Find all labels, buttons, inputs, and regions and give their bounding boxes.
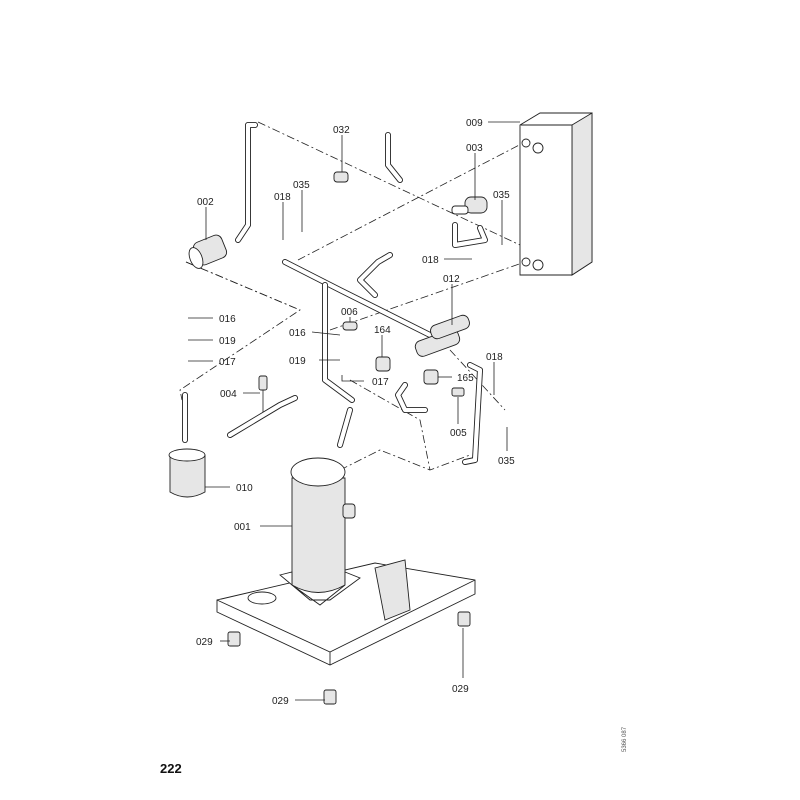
page-number: 222 bbox=[160, 761, 182, 776]
refrigerant-pipes bbox=[182, 122, 488, 465]
compressor-001 bbox=[279, 457, 361, 606]
label-019: 019 bbox=[289, 356, 306, 367]
label-010: 010 bbox=[236, 483, 253, 494]
filter-drier-002 bbox=[188, 234, 228, 269]
valve-003 bbox=[451, 196, 488, 215]
label-012: 012 bbox=[443, 274, 460, 285]
label-001: 001 bbox=[234, 522, 251, 533]
label-018: 018 bbox=[274, 192, 291, 203]
vibration-dampers-029 bbox=[227, 611, 471, 705]
valve-block-012 bbox=[414, 314, 470, 357]
label-035: 035 bbox=[498, 456, 515, 467]
label-003: 003 bbox=[466, 143, 483, 154]
leader-lines bbox=[188, 121, 520, 701]
label-009: 009 bbox=[466, 118, 483, 129]
label-032: 032 bbox=[333, 125, 350, 136]
sensor-004 bbox=[258, 375, 268, 412]
label-165: 165 bbox=[457, 373, 474, 384]
accumulator-010 bbox=[168, 448, 206, 498]
heat-exchanger-009 bbox=[519, 112, 593, 276]
valve-006 bbox=[342, 321, 358, 331]
part-labels: 009 032 003 035 018 035 002 018 012 016 … bbox=[196, 118, 515, 707]
label-017: 017 bbox=[372, 377, 389, 388]
label-029: 029 bbox=[196, 637, 213, 648]
label-002: 002 bbox=[197, 197, 214, 208]
label-035: 035 bbox=[493, 190, 510, 201]
label-164: 164 bbox=[374, 325, 391, 336]
label-006: 006 bbox=[341, 307, 358, 318]
coil-165 bbox=[423, 369, 439, 385]
fitting-005 bbox=[451, 387, 465, 397]
label-018: 018 bbox=[486, 352, 503, 363]
label-016: 016 bbox=[219, 314, 236, 325]
label-019: 019 bbox=[219, 336, 236, 347]
drawing-id: 5366 087 bbox=[622, 726, 628, 752]
valve-032 bbox=[333, 171, 349, 183]
label-004: 004 bbox=[220, 389, 237, 400]
label-029: 029 bbox=[272, 696, 289, 707]
label-029: 029 bbox=[452, 684, 469, 695]
label-017: 017 bbox=[219, 357, 236, 368]
label-016: 016 bbox=[289, 328, 306, 339]
label-018: 018 bbox=[422, 255, 439, 266]
coil-164 bbox=[375, 356, 391, 372]
label-035: 035 bbox=[293, 180, 310, 191]
label-005: 005 bbox=[450, 428, 467, 439]
base-plate bbox=[216, 559, 476, 666]
